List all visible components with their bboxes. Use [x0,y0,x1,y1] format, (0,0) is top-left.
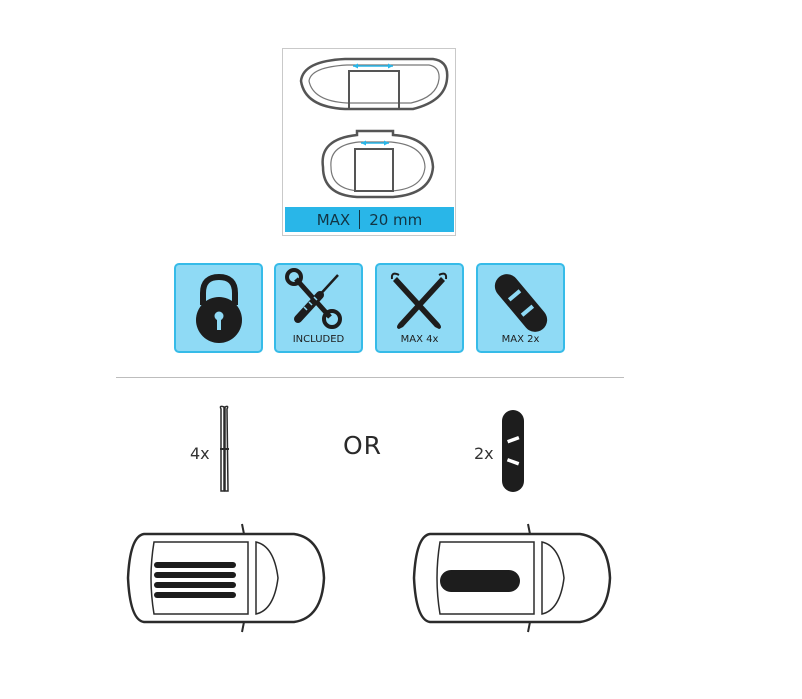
feature-card-skis: MAX 4x [375,263,464,353]
feature-card-lock [174,263,263,353]
max-slot-width-bar: MAX 20 mm [285,207,454,232]
ski-pair-icon [219,405,229,492]
crossbar-profile-diagram [299,57,449,199]
max-label: MAX [316,210,351,229]
padlock-icon [196,273,242,343]
car-with-snowboard-diagram [412,523,612,633]
section-divider [116,377,624,378]
profile-panel [282,48,456,236]
skis-quantity: 4x [190,444,210,463]
or-label: OR [343,431,383,460]
feature-card-tools: INCLUDED [274,263,363,353]
snowboard-quantity: 2x [474,444,494,463]
divider-line [359,210,361,229]
skis-max-label: MAX 4x [400,334,439,345]
snowboard-figure-icon [502,410,524,492]
skis-icon [390,272,448,329]
feature-card-snowboard: MAX 2x [476,263,565,353]
max-value: 20 mm [369,210,423,229]
tools-included-label: INCLUDED [292,334,345,345]
car-with-skis-diagram [126,523,326,633]
snowboard-max-label: MAX 2x [501,334,540,345]
tools-icon [285,268,342,329]
snowboard-icon [494,274,548,332]
